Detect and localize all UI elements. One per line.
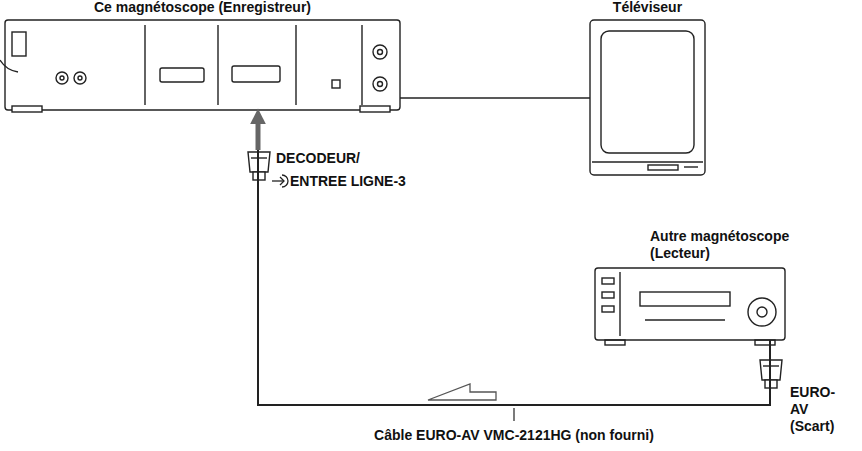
television: Téléviseur bbox=[590, 20, 705, 175]
player-vcr bbox=[595, 268, 785, 345]
insert-arrow bbox=[256, 122, 261, 150]
cable bbox=[400, 97, 590, 99]
port-label: ENTREE LIGNE-3 bbox=[290, 173, 406, 190]
port-label: DECODEUR/ bbox=[276, 150, 360, 167]
cable-label: Câble EURO-AV VMC-2121HG (non fourni) bbox=[372, 427, 656, 444]
scart-plug bbox=[248, 152, 782, 388]
device-heading: Autre magnétoscope (Lecteur) bbox=[650, 228, 815, 262]
recorder-vcr: Ce magnétoscope (Enregistreur) bbox=[5, 20, 400, 110]
television bbox=[590, 20, 705, 175]
device-heading: Téléviseur bbox=[560, 0, 735, 16]
recorder-vcr bbox=[0, 20, 400, 112]
leader-line bbox=[513, 408, 514, 421]
player-vcr: Autre magnétoscope (Lecteur) bbox=[595, 268, 785, 340]
signal-direction-arrow bbox=[428, 384, 496, 400]
connector-label: EURO-AV (Scart) bbox=[790, 384, 835, 435]
input-icon bbox=[272, 175, 288, 187]
device-heading: Ce magnétoscope (Enregistreur) bbox=[5, 0, 400, 16]
